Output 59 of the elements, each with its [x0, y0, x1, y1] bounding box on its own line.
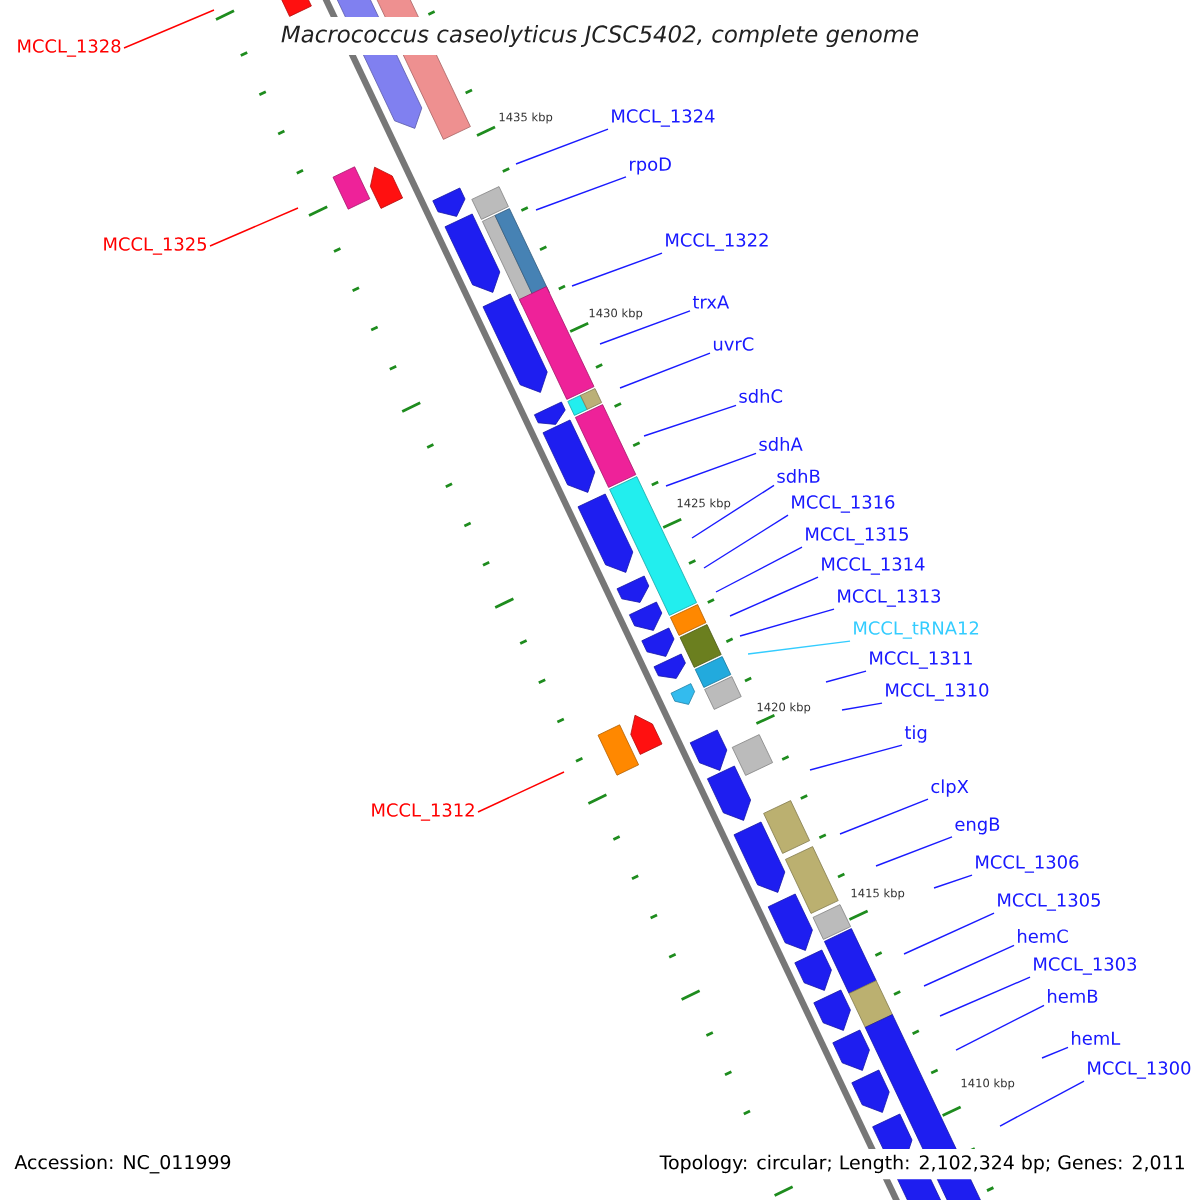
gene-label: hemL: [1072, 1031, 1121, 1045]
leader-line: [939, 976, 1031, 1017]
gene-label: MCCL_tRNA12: [854, 621, 979, 639]
gene-label: MCCL_1314: [822, 557, 925, 575]
leader-line: [825, 670, 867, 683]
gene-label: uvrC: [713, 337, 754, 351]
gene-label: MCCL_1328: [18, 39, 121, 57]
title: Macrococcus caseolyticus JCSC5402, complete genome: [274, 16, 926, 56]
gene-label: MCCL_1306: [976, 855, 1079, 873]
gene-label: engB: [955, 817, 1000, 835]
gene-label: MCCL_1312: [372, 803, 474, 821]
leader-line: [209, 207, 299, 247]
gene-label: MCCL_1310: [886, 683, 989, 701]
leader-line: [839, 798, 929, 835]
footer-text: Accession: NC_011999: [8, 1148, 238, 1180]
gene-label: MCCL_1325: [104, 237, 207, 255]
leader-line: [999, 1080, 1085, 1127]
gene-label: MCCL_1324: [612, 109, 715, 127]
gene-label: MCCL_1313: [838, 589, 941, 607]
gene-label: hemB: [1048, 989, 1098, 1003]
leader-line: [715, 546, 803, 593]
gene-label: sdhC: [739, 389, 783, 403]
leader-line: [1041, 1046, 1069, 1059]
gene-label: MCCL_1303: [1034, 957, 1137, 975]
leader-line: [703, 514, 789, 569]
gene-label: MCCL_1305: [998, 893, 1100, 911]
leader-line: [841, 702, 883, 711]
leader-line: [665, 452, 757, 487]
leader-line: [747, 640, 851, 655]
gene-label: MCCL_1300: [1088, 1061, 1191, 1079]
leader-line: [535, 176, 627, 211]
leader-line: [923, 944, 1015, 987]
leader-line: [477, 771, 565, 813]
leader-line: [599, 310, 691, 345]
leader-line: [739, 608, 835, 637]
leader-line: [809, 744, 903, 771]
gene-label: MCCL_1322: [666, 233, 768, 251]
gene-label: clpX: [931, 779, 969, 797]
gene-label: tig: [904, 725, 927, 743]
gene-label: hemC: [1018, 929, 1068, 943]
gene-label: sdhA: [759, 437, 803, 451]
gene-label: MCCL_1315: [806, 527, 908, 545]
gene-label: MCCL_1311: [870, 651, 972, 669]
gene-label: rpoD: [630, 157, 671, 175]
leader-line: [729, 576, 819, 617]
leader-line: [903, 912, 995, 955]
gene-label: MCCL_1316: [792, 495, 895, 513]
footer-text: Topology: circular; Length: 2,102,324 bp; Genes: 2,011: [653, 1148, 1192, 1180]
leader-line: [643, 404, 737, 437]
leader-line: [123, 9, 215, 49]
leader-line: [955, 1004, 1045, 1051]
leader-line: [515, 128, 609, 165]
leader-line: [933, 874, 973, 889]
gene-label: sdhB: [777, 469, 820, 483]
leader-line: [875, 836, 953, 867]
leader-line: [571, 252, 663, 287]
leader-line: [691, 484, 775, 539]
gene-label: trxA: [692, 295, 730, 309]
leader-line: [619, 352, 711, 389]
